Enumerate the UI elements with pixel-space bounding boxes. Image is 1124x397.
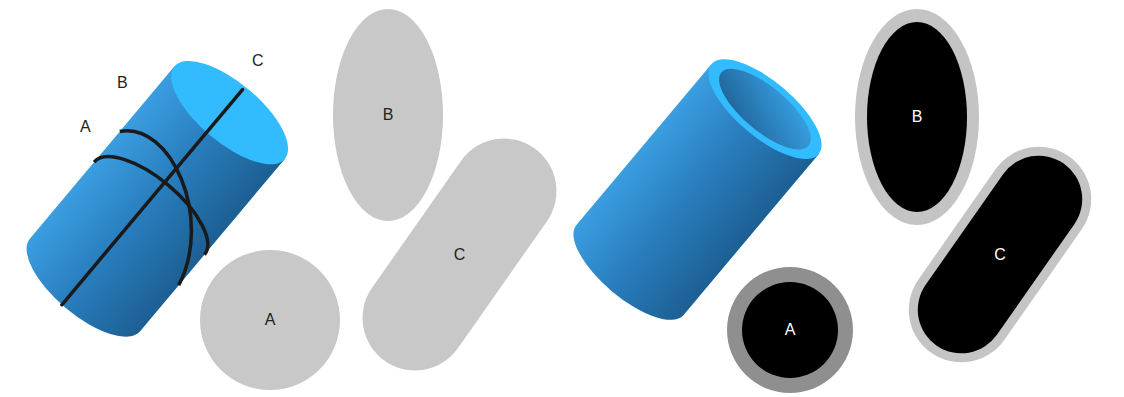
cut-line-b	[68, 120, 239, 285]
cut-line-label: C	[252, 52, 264, 70]
cut-line-a	[94, 139, 224, 255]
section-letter: C	[454, 246, 466, 264]
section-letter: B	[383, 106, 394, 124]
cut-line-label: B	[117, 74, 128, 92]
section-letter: C	[994, 246, 1006, 264]
cut-line-label: A	[80, 118, 91, 136]
section-letter: B	[912, 108, 923, 126]
annulus-stadium-section: C	[888, 126, 1112, 383]
annulus-circle-section: A	[727, 267, 853, 393]
ellipse-section: B	[333, 9, 443, 221]
circle-section: A	[200, 250, 340, 390]
stadium-section: C	[342, 118, 577, 391]
cut-line-c	[62, 90, 243, 305]
annulus-ellipse-section: B	[855, 9, 979, 225]
section-letter: A	[265, 311, 276, 329]
section-letter: A	[785, 321, 796, 339]
